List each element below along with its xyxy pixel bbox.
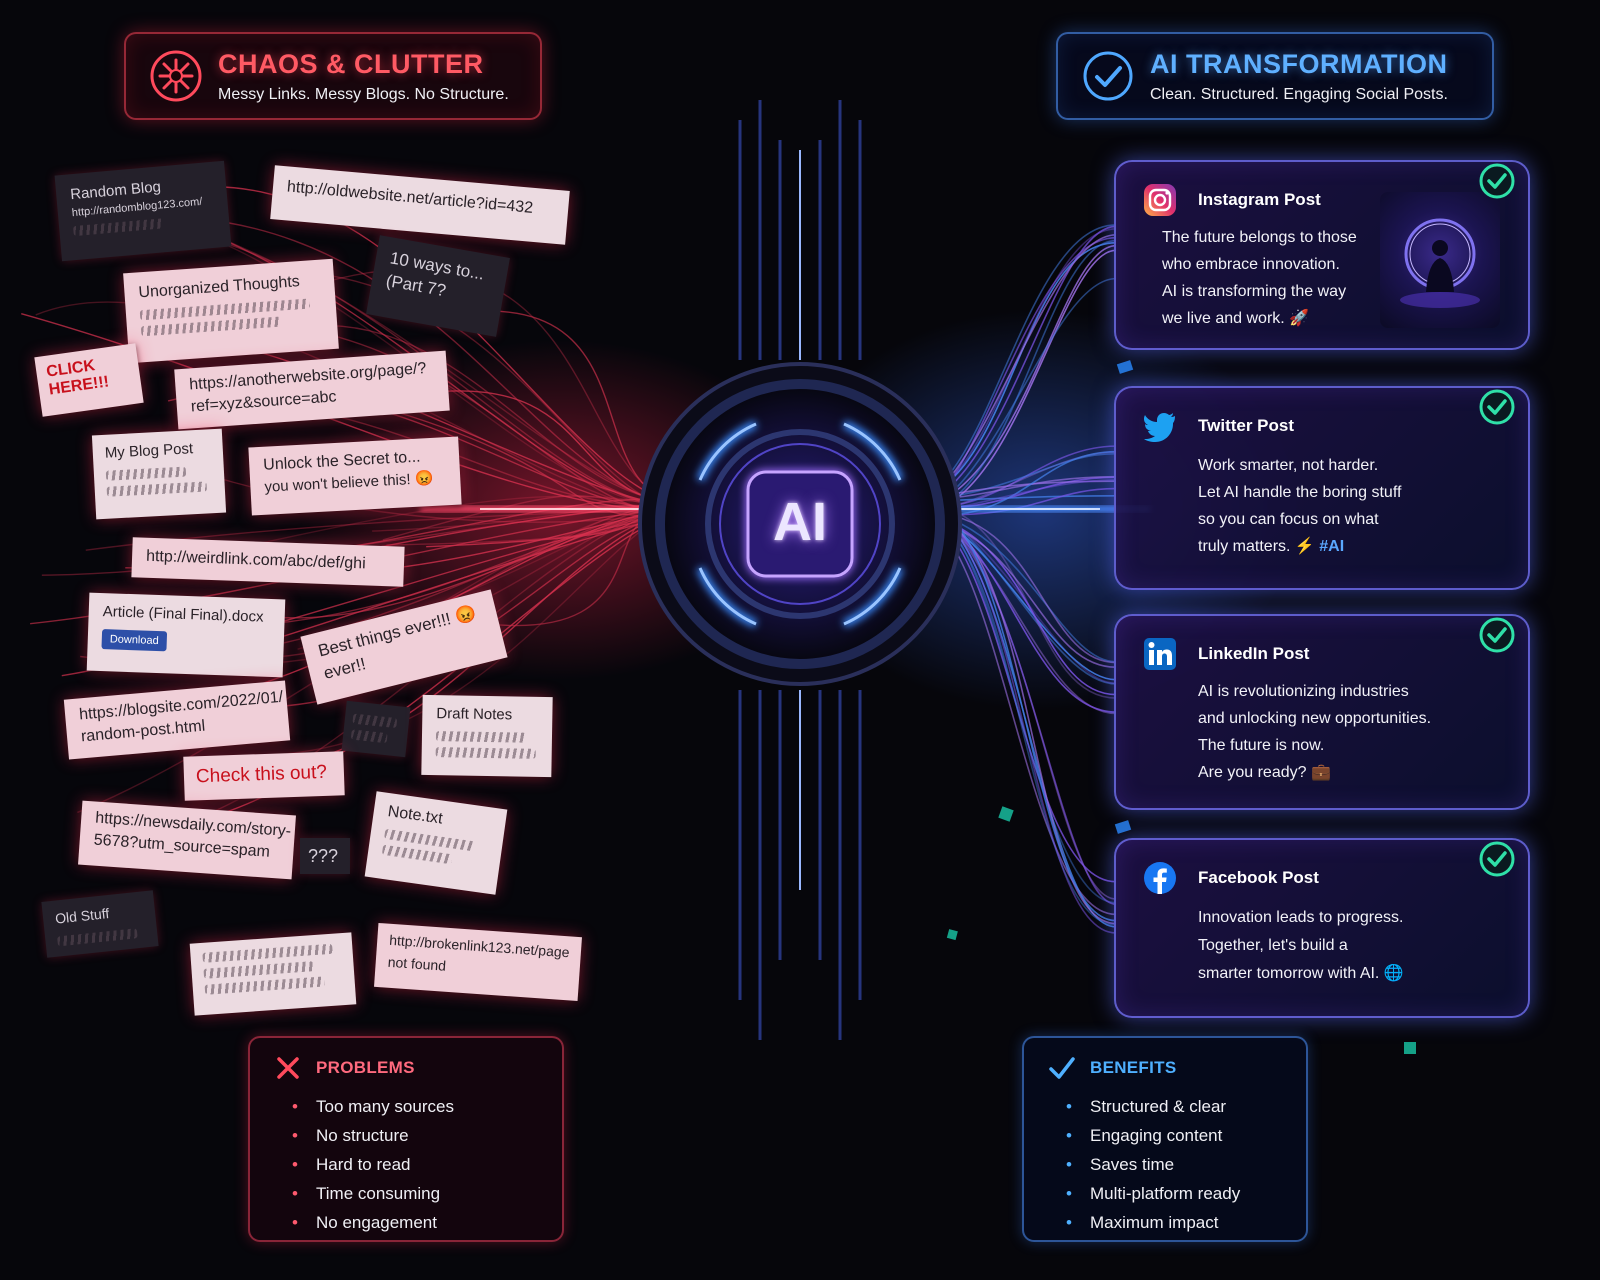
benefit-item: Saves time bbox=[1066, 1150, 1282, 1179]
linkedin-post-card[interactable]: LinkedIn Post AI is revolutionizing indu… bbox=[1114, 614, 1530, 810]
twitter-post-card[interactable]: Twitter Post Work smarter, not harder. L… bbox=[1114, 386, 1530, 590]
linkedin-icon bbox=[1144, 638, 1176, 670]
check-badge-icon bbox=[1479, 841, 1515, 877]
linkedin-post-title: LinkedIn Post bbox=[1198, 644, 1310, 663]
note-anotherwebsite-line2: ref=xyz&source=abc bbox=[190, 387, 337, 416]
twitter-line: Let AI handle the boring stuff bbox=[1198, 484, 1402, 501]
twitter-post-body: Work smarter, not harder. Let AI handle … bbox=[1198, 452, 1401, 560]
note-click-here-text: CLICK HERE!!! bbox=[45, 357, 111, 399]
linkedin-line: AI is revolutionizing industries bbox=[1198, 683, 1409, 700]
instagram-line: AI is transforming the way bbox=[1162, 283, 1347, 300]
note-article-docx-text: Article (Final Final).docx bbox=[102, 603, 264, 626]
note-question-marks-text: ??? bbox=[308, 846, 339, 866]
chaos-icon bbox=[150, 50, 202, 102]
linkedin-line: Are you ready? 💼 bbox=[1198, 764, 1331, 781]
facebook-line: smarter tomorrow with AI. 🌐 bbox=[1198, 965, 1404, 982]
instagram-line: we live and work. 🚀 bbox=[1162, 310, 1310, 327]
note-question-marks: ??? bbox=[300, 838, 350, 874]
note-article-docx: Article (Final Final).docx Download bbox=[86, 592, 286, 678]
note-txt-text: Note.txt bbox=[386, 803, 444, 828]
benefits-list: Structured & clear Engaging content Save… bbox=[1048, 1092, 1282, 1237]
problems-header: PROBLEMS bbox=[274, 1054, 538, 1082]
note-old-stuff: Old Stuff bbox=[41, 890, 159, 958]
benefit-item: Maximum impact bbox=[1066, 1208, 1282, 1237]
benefits-header: BENEFITS bbox=[1048, 1054, 1282, 1082]
chaos-title: CHAOS & CLUTTER bbox=[218, 48, 484, 79]
note-broken-small bbox=[189, 932, 357, 1016]
note-oldwebsite-text: http://oldwebsite.net/article?id=432 bbox=[286, 178, 534, 217]
transformation-header: AI TRANSFORMATION Clean. Structured. Eng… bbox=[1056, 32, 1494, 120]
twitter-line: so you can focus on what bbox=[1198, 511, 1379, 528]
instagram-post-title: Instagram Post bbox=[1198, 190, 1321, 209]
facebook-post-body: Innovation leads to progress. Together, … bbox=[1198, 904, 1404, 988]
linkedin-line: and unlocking new opportunities. bbox=[1198, 710, 1432, 727]
note-my-blog-post: My Blog Post bbox=[91, 428, 227, 520]
hashtag-ai[interactable]: #AI bbox=[1319, 538, 1345, 555]
check-circle-icon bbox=[1083, 51, 1133, 101]
problem-item: Hard to read bbox=[292, 1150, 538, 1179]
benefit-item: Engaging content bbox=[1066, 1121, 1282, 1150]
x-mark-icon bbox=[277, 1057, 299, 1079]
problems-list: Too many sources No structure Hard to re… bbox=[274, 1092, 538, 1237]
transformation-title: AI TRANSFORMATION bbox=[1150, 48, 1448, 79]
problem-item: No engagement bbox=[292, 1208, 538, 1237]
note-unorganized-text: Unorganized Thoughts bbox=[137, 273, 301, 302]
checkmark-icon bbox=[1049, 1057, 1075, 1079]
problem-item: No structure bbox=[292, 1121, 538, 1150]
chaos-subtitle: Messy Links. Messy Blogs. No Structure. bbox=[218, 85, 509, 103]
person-portal-icon bbox=[1400, 218, 1480, 308]
note-check-this: Check this out? bbox=[183, 751, 345, 801]
note-txt: Note.txt bbox=[364, 791, 508, 895]
twitter-post-title: Twitter Post bbox=[1198, 416, 1295, 435]
facebook-post-card[interactable]: Facebook Post Innovation leads to progre… bbox=[1114, 838, 1530, 1018]
facebook-line: Innovation leads to progress. bbox=[1198, 909, 1404, 926]
note-unorganized: Unorganized Thoughts bbox=[123, 258, 339, 364]
instagram-icon bbox=[1144, 184, 1176, 216]
problem-item: Time consuming bbox=[292, 1179, 538, 1208]
facebook-icon bbox=[1144, 862, 1176, 894]
problems-title: PROBLEMS bbox=[316, 1058, 415, 1077]
instagram-post-image bbox=[1380, 192, 1500, 328]
note-draft-notes-text: Draft Notes bbox=[436, 705, 513, 724]
note-scribble-small bbox=[341, 700, 411, 758]
benefit-item: Multi-platform ready bbox=[1066, 1179, 1282, 1208]
benefit-item: Structured & clear bbox=[1066, 1092, 1282, 1121]
transformation-subtitle: Clean. Structured. Engaging Social Posts… bbox=[1150, 85, 1448, 103]
instagram-line: who embrace innovation. bbox=[1162, 256, 1340, 273]
note-anotherwebsite-line1: https://anotherwebsite.org/page/? bbox=[188, 359, 427, 394]
twitter-icon bbox=[1144, 413, 1175, 442]
note-unlock-line2: you won't believe this! 😡 bbox=[263, 469, 434, 496]
instagram-post-card[interactable]: Instagram Post The future belongs to tho… bbox=[1114, 160, 1530, 350]
note-draft-notes: Draft Notes bbox=[421, 694, 553, 778]
note-random-blog: Random Blog http://randomblog123.com/ bbox=[54, 160, 232, 262]
facebook-post-title: Facebook Post bbox=[1198, 868, 1319, 887]
note-check-this-text: Check this out? bbox=[195, 761, 328, 788]
problem-item: Too many sources bbox=[292, 1092, 538, 1121]
chaos-header: CHAOS & CLUTTER Messy Links. Messy Blogs… bbox=[124, 32, 542, 120]
note-unlock-secret: Unlock the Secret to... you won't believ… bbox=[248, 436, 462, 516]
note-weirdlink-text: http://weirdlink.com/abc/def/ghi bbox=[145, 547, 366, 573]
problems-box: PROBLEMS Too many sources No structure H… bbox=[248, 1036, 564, 1242]
note-my-blog-post-text: My Blog Post bbox=[104, 440, 194, 462]
twitter-line: Work smarter, not harder. bbox=[1198, 457, 1379, 474]
ai-core-label: AI bbox=[773, 492, 827, 552]
check-badge-icon bbox=[1479, 617, 1515, 653]
instagram-line: The future belongs to those bbox=[1162, 229, 1357, 246]
note-unlock-line1: Unlock the Secret to... bbox=[262, 448, 421, 474]
check-badge-icon bbox=[1479, 389, 1515, 425]
linkedin-line: The future is now. bbox=[1198, 737, 1325, 754]
central-conduit bbox=[738, 100, 862, 1040]
floating-cubes bbox=[946, 360, 1416, 1054]
benefits-title: BENEFITS bbox=[1090, 1058, 1177, 1077]
instagram-post-body: The future belongs to those who embrace … bbox=[1162, 224, 1357, 332]
facebook-line: Together, let's build a bbox=[1198, 937, 1348, 954]
check-badge-icon bbox=[1479, 163, 1515, 199]
benefits-box: BENEFITS Structured & clear Engaging con… bbox=[1022, 1036, 1308, 1242]
note-old-stuff-text: Old Stuff bbox=[54, 905, 110, 927]
note-brokenlink-line2: not found bbox=[387, 953, 447, 974]
download-button[interactable]: Download bbox=[101, 628, 168, 652]
linkedin-post-body: AI is revolutionizing industries and unl… bbox=[1198, 678, 1431, 786]
twitter-line: truly matters. ⚡ bbox=[1198, 538, 1315, 555]
ai-core bbox=[638, 362, 962, 686]
